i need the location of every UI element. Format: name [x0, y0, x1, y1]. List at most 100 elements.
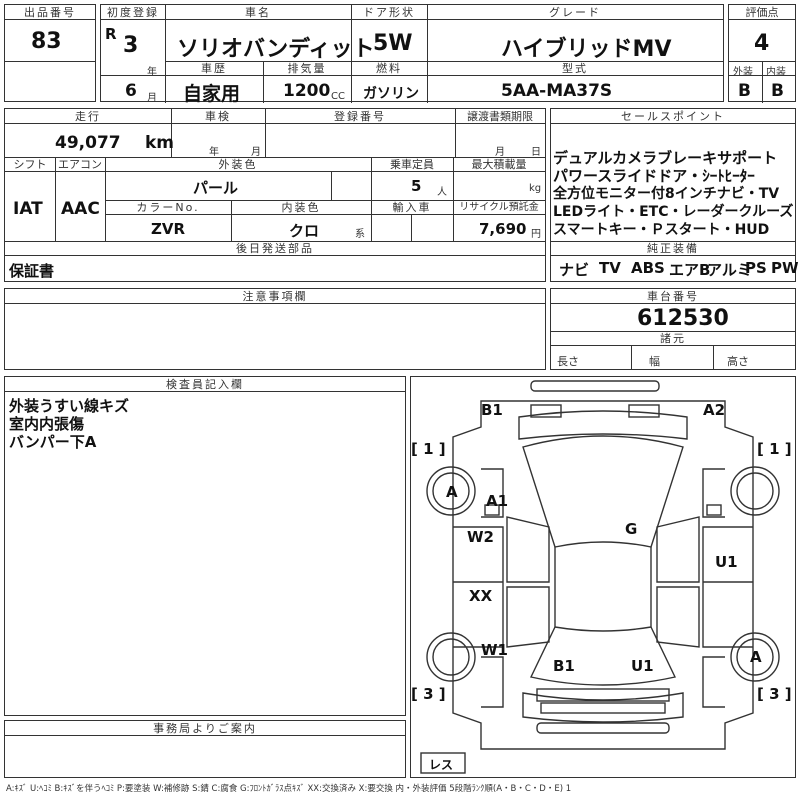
mileage-unit: km — [145, 133, 175, 153]
specs-label: 諸元 — [551, 331, 795, 346]
spare-tire-less: レス — [429, 758, 453, 772]
tire-rear-left: [ 3 ] — [411, 685, 446, 703]
ac-value: AAC — [61, 199, 100, 219]
displacement: 1200 — [283, 81, 331, 101]
history-label: 車歴 — [201, 62, 227, 75]
spec-height: 高さ — [727, 355, 749, 368]
damage-w1: W1 — [481, 641, 508, 659]
notes-label: 注意事項欄 — [5, 289, 545, 304]
import-label: 輸入車 — [371, 200, 453, 215]
inspector-box: 検査員記入欄 外装うすい線キズ 室内内張傷 バンパー下A — [4, 376, 406, 716]
inspection-year-unit: 年 — [209, 147, 219, 158]
score-label: 評価点 — [729, 5, 795, 20]
interior-color-label: 内装色 — [231, 200, 371, 215]
car-name-label: 車名 — [165, 5, 351, 20]
load-label: 最大積載量 — [453, 157, 545, 172]
later-parts-label: 後日発送部品 — [5, 241, 545, 256]
tire-front-left: [ 1 ] — [411, 440, 446, 458]
recycle-fee: 7,690 — [479, 220, 527, 238]
transfer-day-unit: 日 — [531, 147, 541, 158]
lot-label: 出品番号 — [5, 5, 95, 20]
body-color: パール — [193, 179, 239, 197]
damage-a2-front: A2 — [703, 401, 725, 419]
damage-w2: W2 — [467, 528, 494, 546]
sales-line-5: スマートキー・Ｐスタート・HUD — [553, 222, 770, 238]
grade: ハイブリッドMV — [501, 37, 672, 62]
car-diagram: B1 A2 A1 G W2 U1 XX W1 B1 U1 A A [ 1 ] [… — [411, 380, 792, 774]
car-diagram-box: B1 A2 A1 G W2 U1 XX W1 B1 U1 A A [ 1 ] [… — [410, 376, 796, 778]
interior-color-unit: 系 — [355, 229, 365, 240]
inspector-line-1: 外装うすい線キズ — [9, 397, 130, 415]
recycle-label: リサイクル預託金 — [453, 200, 545, 215]
month-unit: 月 — [147, 93, 157, 104]
chassis-label: 車台番号 — [551, 289, 795, 304]
lot-box: 出品番号 83 — [4, 4, 96, 102]
ac-label: エアコン — [55, 157, 105, 172]
tire-rear-right: [ 3 ] — [757, 685, 792, 703]
score-box: 評価点 4 外装 内装 B B — [728, 4, 796, 103]
sales-line-2: パワースライドドア・ｼｰﾄﾋｰﾀｰ — [553, 167, 755, 185]
history: 自家用 — [183, 83, 241, 105]
model-label: 型式 — [562, 62, 588, 75]
wheel-front-left-mark: A — [446, 483, 458, 501]
equip-airbag: エアB — [669, 261, 711, 279]
color-number: ZVR — [151, 220, 186, 238]
sales-points-box: セールスポイント デュアルカメラブレーキサポート パワースライドドア・ｼｰﾄﾋｰ… — [550, 108, 799, 282]
first-reg-label: 初度登録 — [101, 5, 165, 20]
score: 4 — [754, 31, 770, 56]
model-code: 5AA-MA37S — [501, 81, 613, 101]
ext-grade: B — [738, 81, 751, 101]
office-label: 事務局よりご案内 — [5, 721, 405, 736]
equip-tv: TV — [599, 259, 621, 277]
damage-b1-rear: B1 — [553, 657, 575, 675]
transfer-label: 譲渡書類期限 — [455, 109, 545, 124]
wheel-rear-right-mark: A — [750, 648, 762, 666]
damage-g: G — [625, 520, 637, 538]
equipment-label: 純正装備 — [551, 241, 795, 256]
sales-points-label: セールスポイント — [551, 109, 795, 124]
ext-label: 外装 — [733, 67, 753, 78]
inspector-line-2: 室内内張傷 — [9, 415, 85, 433]
color-no-label: カラーNo. — [105, 200, 231, 215]
mileage: 49,077 — [55, 133, 121, 153]
color-label: 外装色 — [105, 157, 371, 172]
door-type: 5W — [373, 31, 413, 56]
equip-nav: ナビ — [559, 261, 590, 279]
inspector-line-3: バンパー下A — [9, 433, 97, 451]
damage-b1-front: B1 — [481, 401, 503, 419]
displacement-unit: CC — [331, 91, 345, 102]
displacement-label: 排気量 — [287, 62, 327, 75]
office-box: 事務局よりご案内 — [4, 720, 406, 778]
equip-alloy: アルミ — [707, 261, 752, 279]
capacity-label: 乗車定員 — [371, 157, 453, 172]
capacity: 5 — [411, 177, 422, 195]
year-unit: 年 — [147, 67, 157, 78]
reg-year: 3 — [123, 33, 139, 58]
damage-u1-right: U1 — [715, 553, 738, 571]
detail-box: 走行 車検 登録番号 譲渡書類期限 49,077 km 年 月 月 日 シフト … — [4, 108, 546, 282]
spec-width: 幅 — [649, 355, 660, 368]
tire-front-right: [ 1 ] — [757, 440, 792, 458]
era: R — [105, 25, 117, 43]
notes-box: 注意事項欄 — [4, 288, 546, 370]
interior-color: クロ — [289, 222, 320, 240]
equip-pw: PW — [771, 259, 799, 277]
door-label: ドア形状 — [351, 5, 427, 20]
recycle-unit: 円 — [531, 229, 541, 240]
fuel-label: 燃料 — [376, 62, 402, 75]
shift-value: IAT — [13, 199, 43, 219]
sales-line-4: LEDライト・ETC・レーダークルーズ — [553, 204, 794, 220]
sales-line-1: デュアルカメラブレーキサポート — [553, 149, 778, 167]
inspection-label: 車検 — [171, 109, 265, 124]
car-name: ソリオバンディット — [177, 37, 375, 62]
int-grade: B — [771, 81, 784, 101]
later-parts: 保証書 — [9, 262, 55, 280]
chassis-box: 車台番号 612530 諸元 長さ 幅 高さ — [550, 288, 796, 370]
legend: A:ｷｽﾞ U:ﾍｺﾐ B:ｷｽﾞを伴うﾍｺﾐ P:要塗装 W:補修跡 S:錆 … — [6, 784, 572, 794]
transfer-month-unit: 月 — [495, 147, 505, 158]
equip-abs: ABS — [631, 259, 665, 277]
lot-number: 83 — [31, 29, 62, 54]
main-top-box: 初度登録 車名 ドア形状 グレード R 3 年 ソリオバンディット 5W ハイブ… — [100, 4, 724, 105]
fuel: ガソリン — [363, 86, 419, 102]
shift-label: シフト — [5, 157, 55, 172]
